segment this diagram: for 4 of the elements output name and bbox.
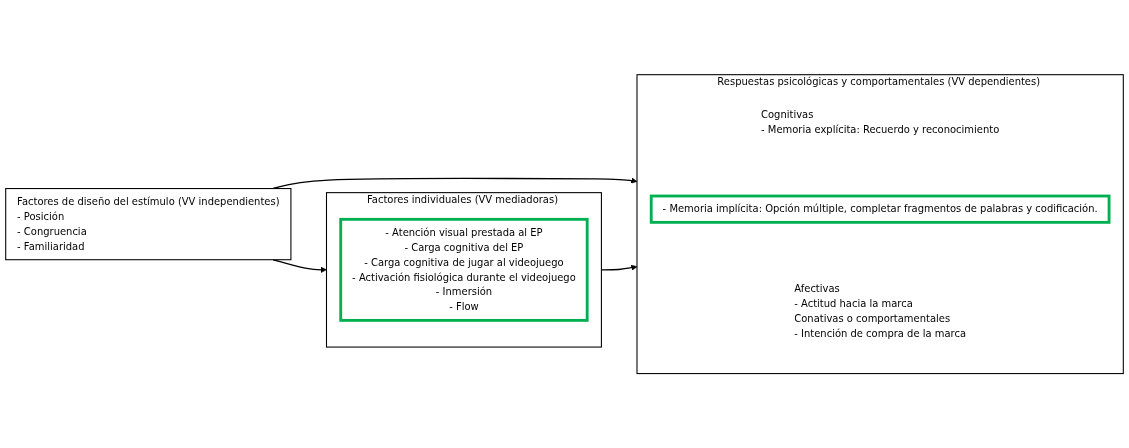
node-box: Factores de diseño del estímulo (VV independientes) - Posición - Congruencia - Familiaridad (5, 187, 292, 261)
node-box: - Memoria implícita: Opción múltiple, completar fragmentos de palabras y codificación. (649, 194, 1111, 224)
node-box: - Atención visual prestada al EP - Carga cognitiva del EP - Carga cognitiva de jugar al videojuego - Activación fisiológica durante el videojuego - Inmersión - Flow (339, 217, 589, 322)
arrow (272, 258, 327, 273)
